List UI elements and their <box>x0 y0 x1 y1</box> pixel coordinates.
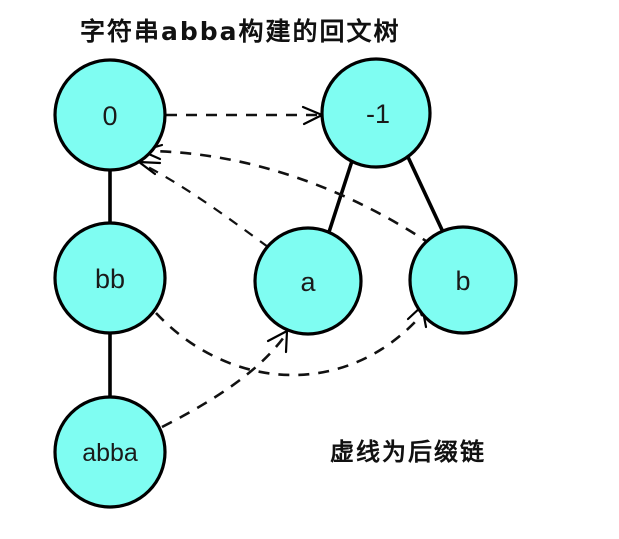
nodes-group: 0 -1 bb a b abba <box>53 57 518 509</box>
node-root-odd[interactable]: 0 <box>53 58 167 172</box>
node-label-b: b <box>455 266 470 296</box>
node-label-abba: abba <box>82 439 138 467</box>
node-circle-a[interactable] <box>253 226 363 336</box>
suffix-link-abba-to-a <box>161 336 286 429</box>
node-label-bb: bb <box>95 264 125 294</box>
figure-caption: 虚线为后缀链 <box>330 438 486 466</box>
node-circle-root-odd[interactable] <box>53 58 167 172</box>
node-circle-b[interactable] <box>408 225 518 335</box>
tree-edges-group <box>108 156 445 398</box>
tree-edge-minus1-a <box>327 160 354 233</box>
node-label-root-odd: 0 <box>102 101 117 131</box>
node-root-even[interactable]: -1 <box>320 57 432 169</box>
figure-title: 字符串abba构建的回文树 <box>80 17 401 46</box>
arrowhead-0-from-a <box>137 160 162 176</box>
node-circle-bb[interactable] <box>53 221 167 335</box>
arrowhead-minus1-from-0 <box>301 105 324 126</box>
suffix-link-a-to-0 <box>143 164 269 248</box>
node-circle-root-even[interactable] <box>320 57 432 169</box>
node-bb[interactable]: bb <box>53 221 167 335</box>
suffix-link-b-to-0 <box>146 149 433 247</box>
tree-edge-minus1-b <box>406 156 445 233</box>
suffix-link-bb-to-b <box>155 310 426 377</box>
arrowhead-a-from-abba <box>266 329 289 354</box>
node-label-a: a <box>300 267 316 297</box>
node-abba[interactable]: abba <box>53 395 167 509</box>
node-a[interactable]: a <box>253 226 363 336</box>
node-label-root-even: -1 <box>366 99 390 129</box>
node-b[interactable]: b <box>408 225 518 335</box>
node-circle-abba[interactable] <box>53 395 167 509</box>
